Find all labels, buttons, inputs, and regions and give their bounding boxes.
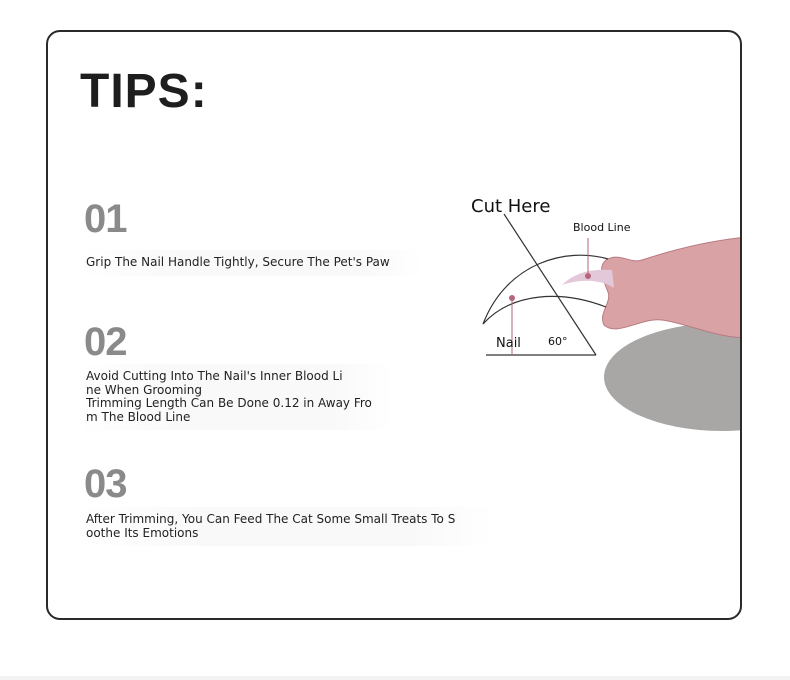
blood-dot <box>585 273 591 279</box>
nail-inner-curve <box>482 295 607 325</box>
cut-line <box>503 213 597 356</box>
paw-shape <box>604 323 740 431</box>
cut-here-label: Cut Here <box>471 196 551 217</box>
tip-number: 02 <box>84 320 127 364</box>
nail-outer-curve <box>482 254 609 325</box>
toe-shape <box>601 237 740 339</box>
nail-diagram <box>482 213 740 431</box>
tip-number: 03 <box>84 462 127 506</box>
angle-label: 60° <box>548 335 568 348</box>
tips-card: TIPS: 01 Grip The Nail Handle Tightly, S… <box>46 30 742 620</box>
nail-label: Nail <box>496 336 521 351</box>
page-title: TIPS: <box>80 65 208 118</box>
tip-text: Grip The Nail Handle Tightly, Secure The… <box>78 250 424 276</box>
blood-line-label: Blood Line <box>573 221 631 234</box>
tip-text: After Trimming, You Can Feed The Cat Som… <box>78 507 494 546</box>
tip-number: 01 <box>84 197 127 241</box>
tip-text: Avoid Cutting Into The Nail's Inner Bloo… <box>78 364 394 430</box>
divider <box>0 676 790 680</box>
nail-dot <box>509 295 515 301</box>
